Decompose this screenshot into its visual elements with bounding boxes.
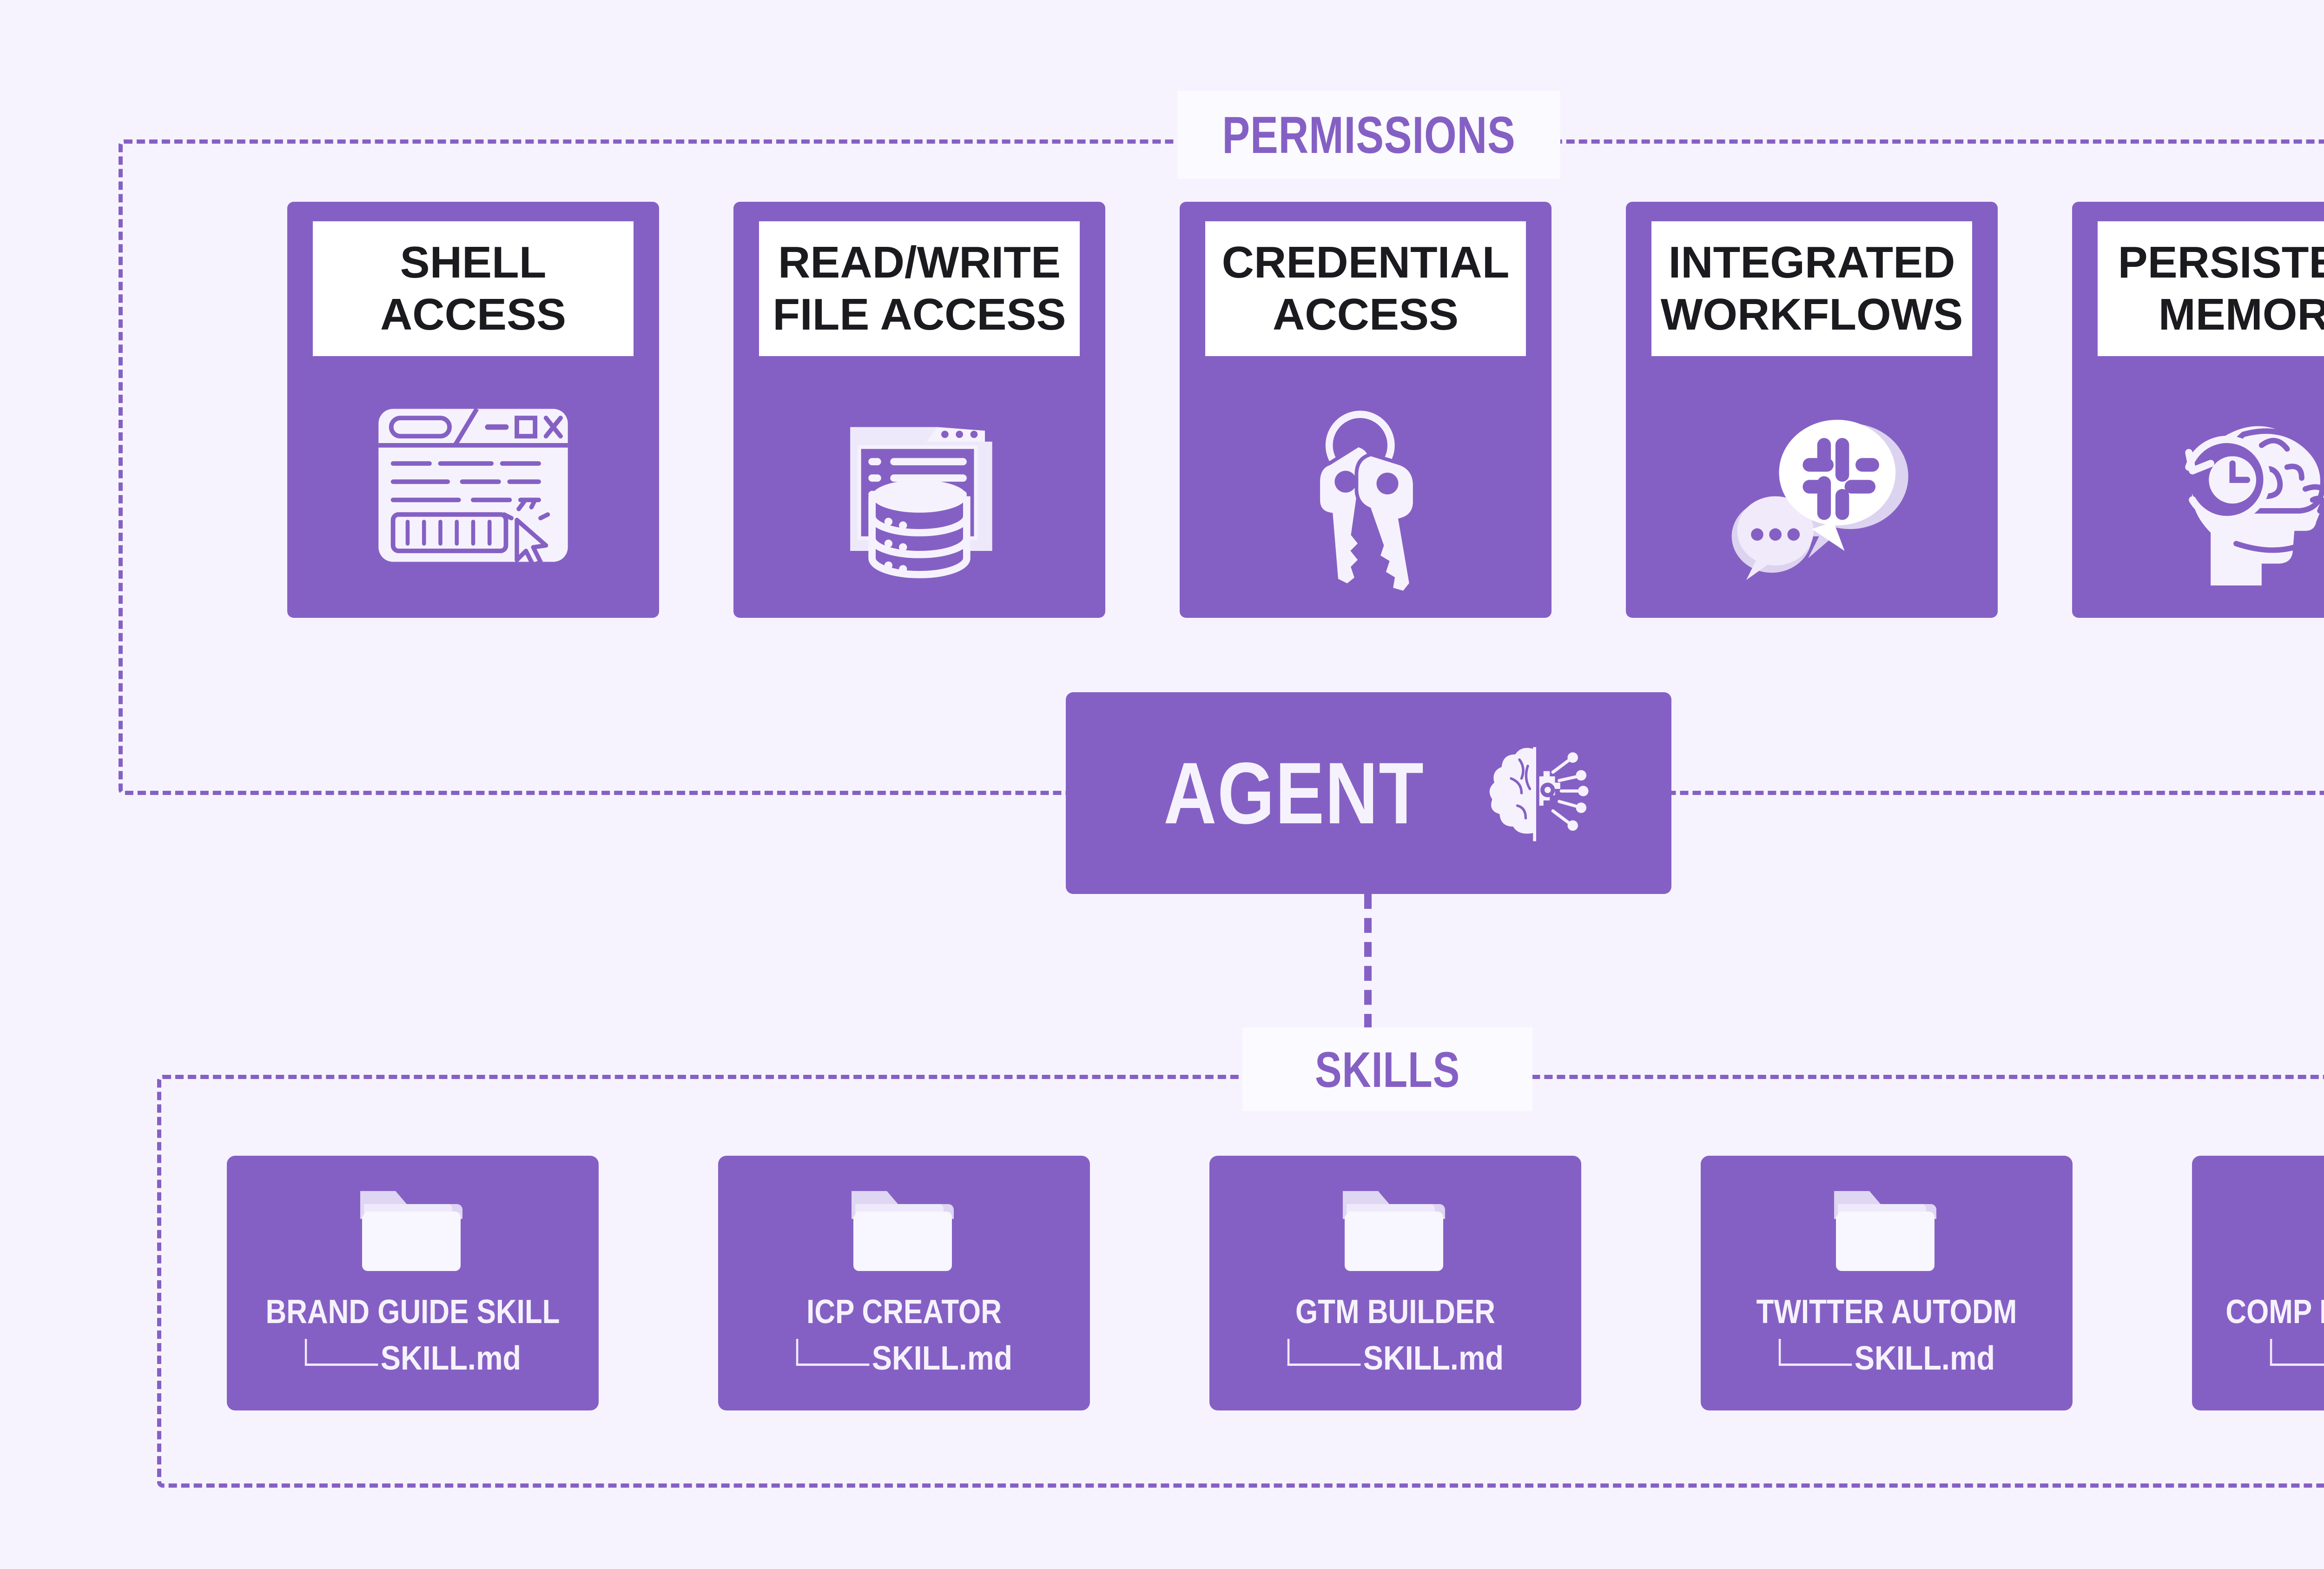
folder-icon (1829, 1184, 1945, 1277)
terminal-window-cursor-icon (287, 360, 659, 611)
skill-name-label: BRAND GUIDE SKILL (265, 1293, 560, 1331)
permission-label-line-1: PERSISTENTMEMORY (2118, 238, 2324, 339)
skill-file-label: SKILL.md (1854, 1339, 1995, 1377)
folder-icon (1337, 1184, 1453, 1277)
skill-name-label: COMP INTELLIGENCE (2225, 1293, 2324, 1331)
skill-file-label: SKILL.md (380, 1339, 521, 1377)
skill-card-twitter-autodm[interactable]: TWITTER AUTODM SKILL.md (1701, 1156, 2073, 1410)
ai-brain-circuit-icon (1473, 730, 1599, 856)
tree-branch-icon (2270, 1339, 2324, 1366)
skill-file-row: SKILL.md (796, 1339, 1012, 1377)
skill-name-label: TWITTER AUTODM (1756, 1293, 2017, 1331)
tree-branch-icon (304, 1339, 378, 1366)
skill-card-gtm-builder[interactable]: GTM BUILDER SKILL.md (1209, 1156, 1581, 1410)
skill-file-label: SKILL.md (872, 1339, 1012, 1377)
head-brain-clock-icon (2072, 360, 2324, 611)
permissions-group-title: PERMISSIONS (1177, 91, 1560, 179)
tree-branch-icon (1287, 1339, 1360, 1366)
permission-card-persistent-memory[interactable]: PERSISTENTMEMORY (2072, 202, 2324, 618)
skills-group-title: SKILLS (1242, 1027, 1532, 1111)
skill-file-row: SKILL.md (1287, 1339, 1504, 1377)
database-files-icon (733, 360, 1105, 611)
skill-file-label: SKILL.md (1363, 1339, 1504, 1377)
skills-group-frame (157, 1075, 2324, 1488)
skill-card-brand-guide-skill[interactable]: BRAND GUIDE SKILL SKILL.md (227, 1156, 599, 1410)
skill-name-label: GTM BUILDER (1295, 1293, 1495, 1331)
slack-chat-bubbles-icon (1626, 360, 1998, 611)
skill-file-row: SKILL.md (304, 1339, 521, 1377)
agent-to-skills-connector (1364, 894, 1372, 1029)
folder-icon (2320, 1184, 2324, 1277)
agent-node[interactable]: AGENT (1066, 692, 1671, 894)
tree-branch-icon (1778, 1339, 1852, 1366)
permission-label-persistent-memory: PERSISTENTMEMORY (2098, 221, 2324, 356)
keys-keyring-icon (1180, 360, 1552, 611)
skill-file-row: SKILL.md (1778, 1339, 1995, 1377)
folder-icon (846, 1184, 962, 1277)
agent-label: AGENT (1163, 744, 1425, 842)
skill-file-row: SKILL.md (2270, 1339, 2324, 1372)
folder-icon (355, 1184, 471, 1277)
skill-card-comp-intelligence[interactable]: COMP INTELLIGENCE SKILL.md (2192, 1156, 2324, 1410)
tree-branch-icon (796, 1339, 869, 1366)
skill-name-label: ICP CREATOR (806, 1293, 1002, 1331)
skill-card-icp-creator[interactable]: ICP CREATOR SKILL.md (718, 1156, 1090, 1410)
